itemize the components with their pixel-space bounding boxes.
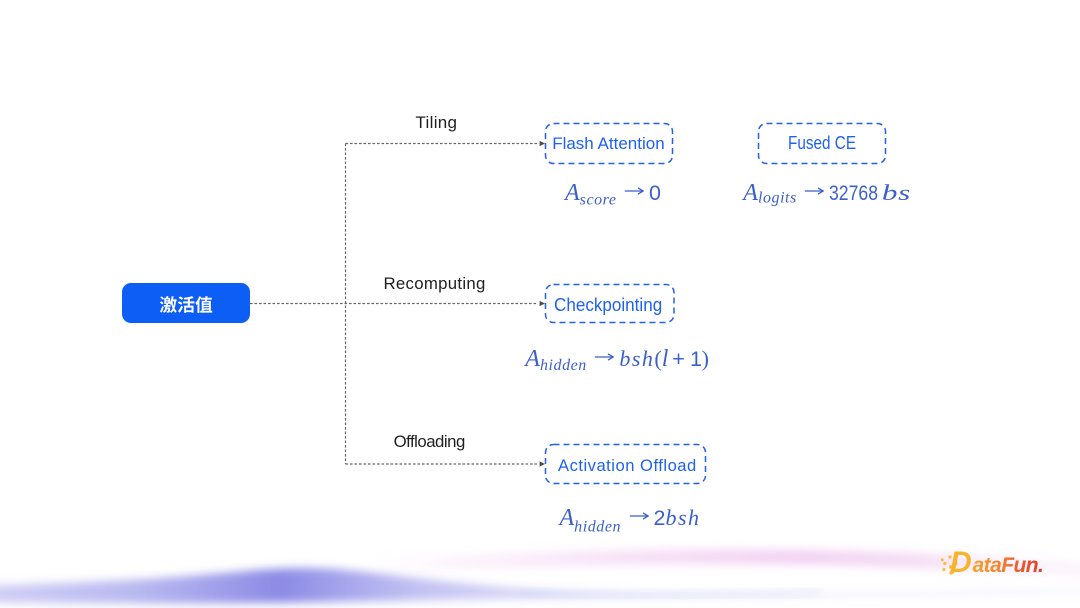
svg-text:D: D — [950, 546, 972, 578]
svg-text:ataFun.: ataFun. — [973, 554, 1044, 577]
